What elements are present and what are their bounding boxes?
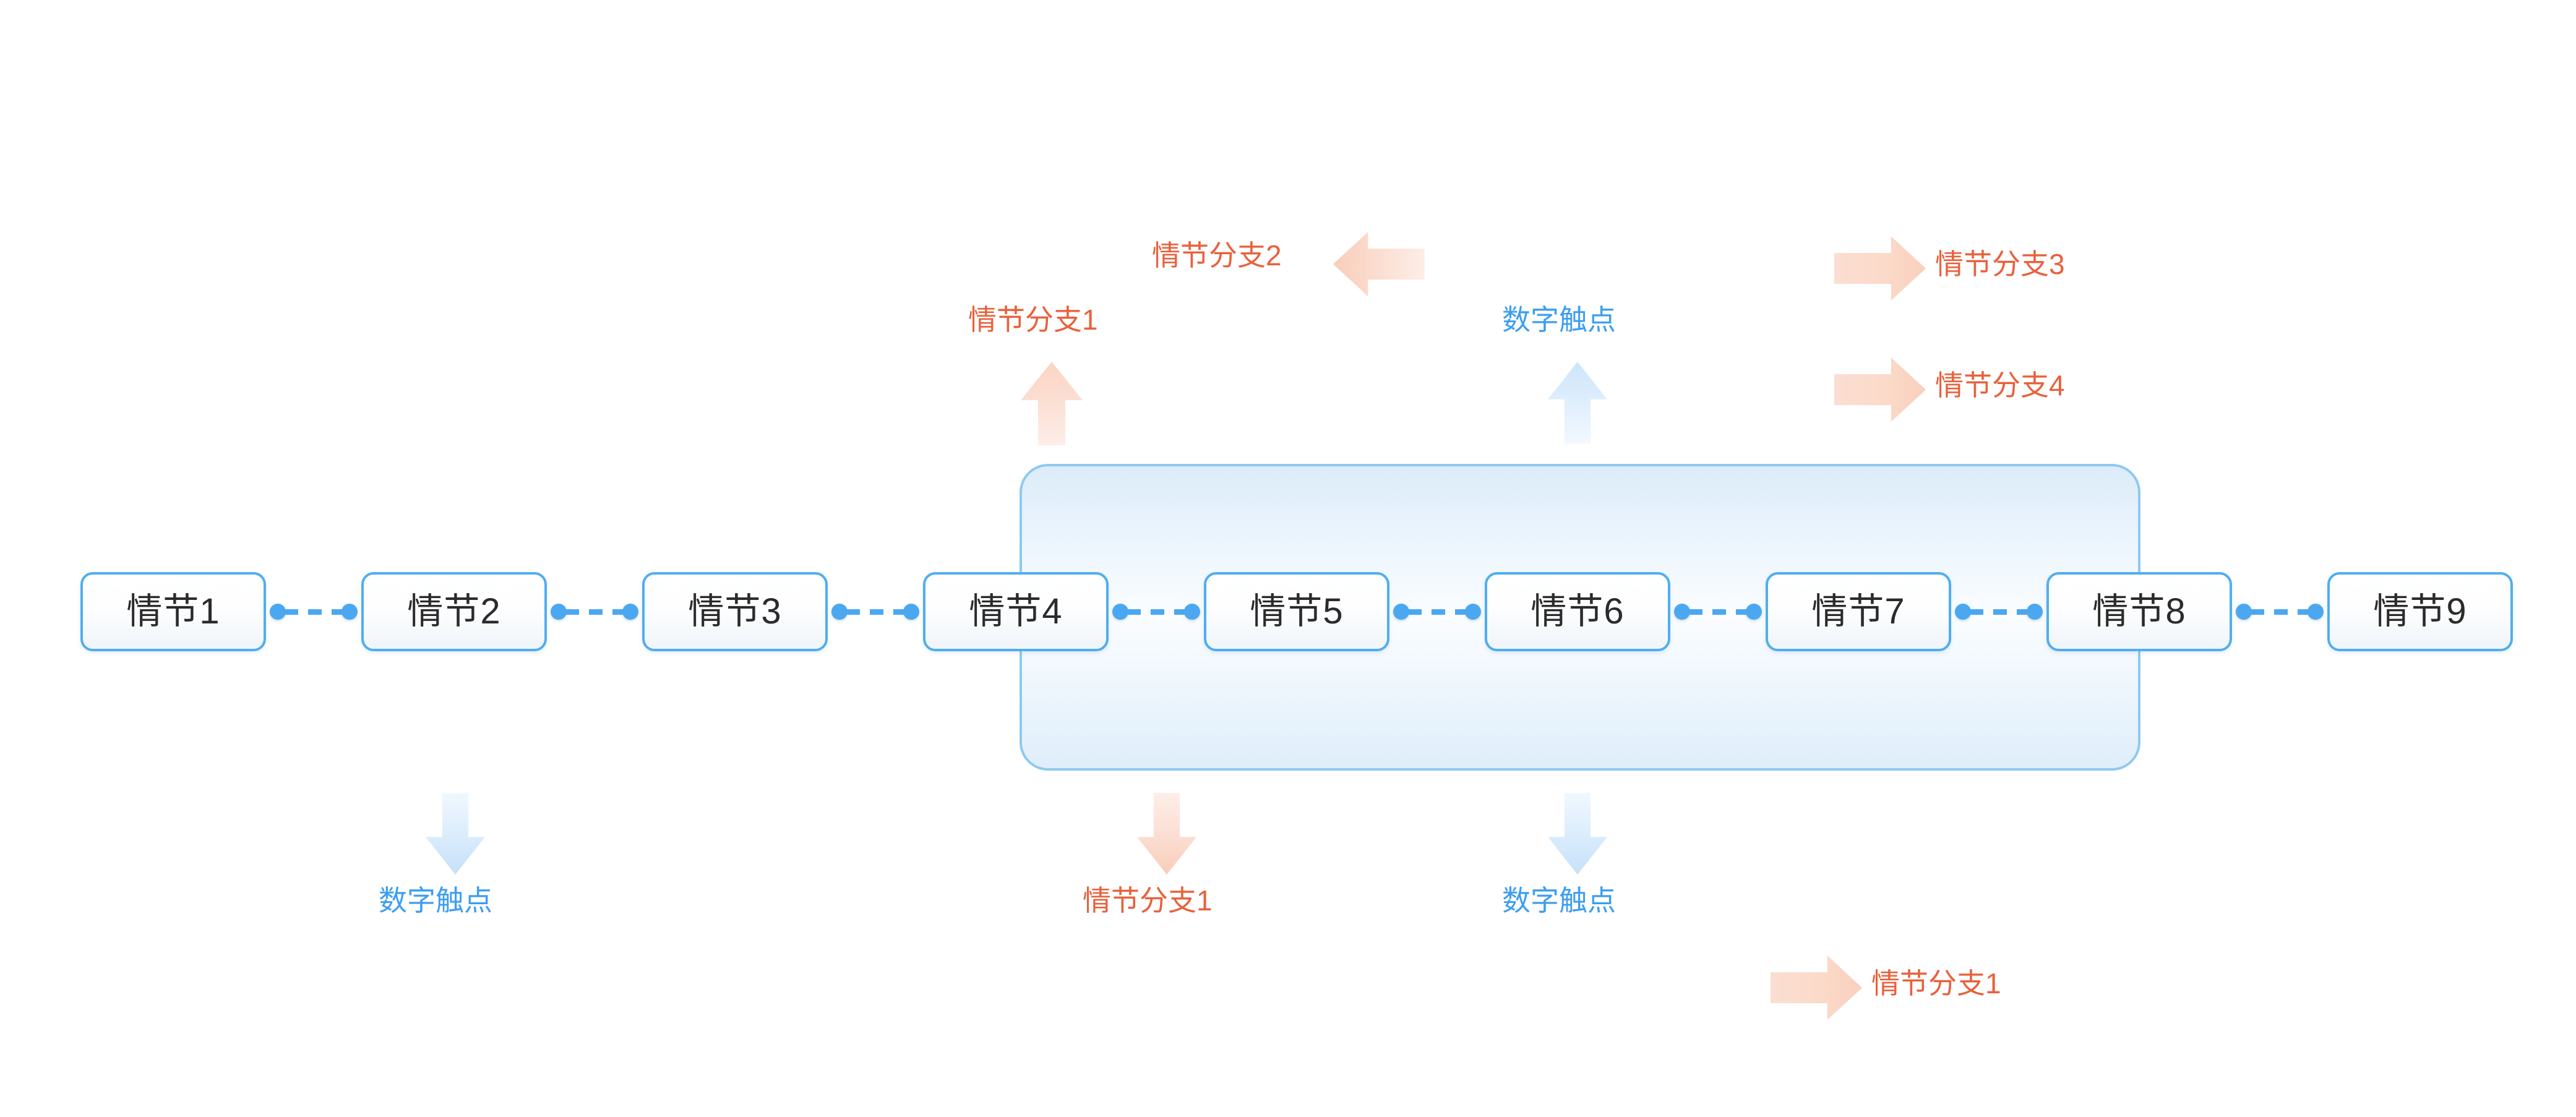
connector-dashed-line [1127, 609, 1185, 615]
connector-dot-end [1746, 604, 1762, 620]
arrow-down-icon [1137, 793, 1196, 875]
connector-dot-end [341, 604, 358, 620]
node-label: 情节7 [1811, 591, 1905, 631]
connector-6-7 [1674, 604, 1762, 620]
node-plot-9[interactable]: 情节9 [2327, 572, 2513, 651]
connector-dot-start [1393, 604, 1409, 620]
node-plot-4[interactable]: 情节4 [923, 572, 1109, 651]
node-plot-6[interactable]: 情节6 [1485, 572, 1670, 651]
connector-5-6 [1393, 604, 1481, 620]
annotation-branch3-right: 情节分支3 [1935, 248, 2065, 280]
connector-dot-end [2308, 604, 2324, 620]
node-label: 情节3 [688, 591, 782, 631]
arrow-right-icon [1834, 357, 1926, 422]
connector-8-9 [2236, 604, 2324, 620]
connector-dot-start [2236, 604, 2252, 620]
connector-dot-start [831, 604, 848, 620]
arrow-left-icon [1333, 232, 1425, 296]
connector-dot-start [270, 604, 286, 620]
connector-dot-start [1955, 604, 1971, 620]
node-label: 情节9 [2373, 591, 2467, 631]
connector-dot-end [2027, 604, 2043, 620]
node-plot-1[interactable]: 情节1 [80, 572, 266, 651]
connector-dashed-line [2251, 609, 2309, 615]
connector-dashed-line [1408, 609, 1466, 615]
node-label: 情节4 [969, 591, 1063, 631]
arrow-down-icon [426, 793, 485, 875]
connector-3-4 [831, 604, 919, 620]
connector-dot-end [903, 604, 919, 620]
node-plot-5[interactable]: 情节5 [1204, 572, 1389, 651]
node-label: 情节6 [1531, 591, 1625, 631]
connector-dot-start [1112, 604, 1128, 620]
connector-dashed-line [565, 609, 624, 615]
connector-7-8 [1955, 604, 2043, 620]
node-label: 情节5 [1250, 591, 1344, 631]
connector-dot-start [1674, 604, 1690, 620]
connector-dot-start [551, 604, 567, 620]
arrow-right-icon [1834, 236, 1926, 301]
node-label: 情节1 [126, 591, 220, 631]
arrow-right-icon [1771, 956, 1862, 1020]
annotation-touchpoint-top: 数字触点 [1502, 304, 1616, 336]
connector-dashed-line [846, 609, 904, 615]
annotation-touchpoint-below-6: 数字触点 [1502, 884, 1616, 917]
annotation-branch2-top: 情节分支2 [1152, 239, 1282, 272]
arrow-up-icon [1021, 362, 1083, 445]
node-label: 情节2 [407, 591, 501, 631]
node-plot-2[interactable]: 情节2 [361, 572, 547, 651]
annotation-branch1-top: 情节分支1 [968, 304, 1098, 336]
arrow-down-icon [1548, 793, 1607, 875]
annotation-branch1-bottom: 情节分支1 [1871, 967, 2001, 999]
annotation-touchpoint-below-2: 数字触点 [379, 884, 492, 917]
node-plot-3[interactable]: 情节3 [642, 572, 828, 651]
connector-4-5 [1112, 604, 1200, 620]
arrow-up-icon [1548, 362, 1607, 443]
connector-dashed-line [1689, 609, 1747, 615]
connector-2-3 [551, 604, 638, 620]
connector-1-2 [270, 604, 358, 620]
node-label: 情节8 [2092, 591, 2186, 631]
annotation-branch1-below-4: 情节分支1 [1083, 884, 1213, 917]
annotation-branch4-right: 情节分支4 [1935, 369, 2065, 401]
connector-dashed-line [285, 609, 343, 615]
connector-dot-end [622, 604, 638, 620]
node-plot-7[interactable]: 情节7 [1766, 572, 1951, 651]
connector-dot-end [1465, 604, 1481, 620]
node-plot-8[interactable]: 情节8 [2046, 572, 2232, 651]
connector-dashed-line [1970, 609, 2028, 615]
connector-dot-end [1184, 604, 1200, 620]
